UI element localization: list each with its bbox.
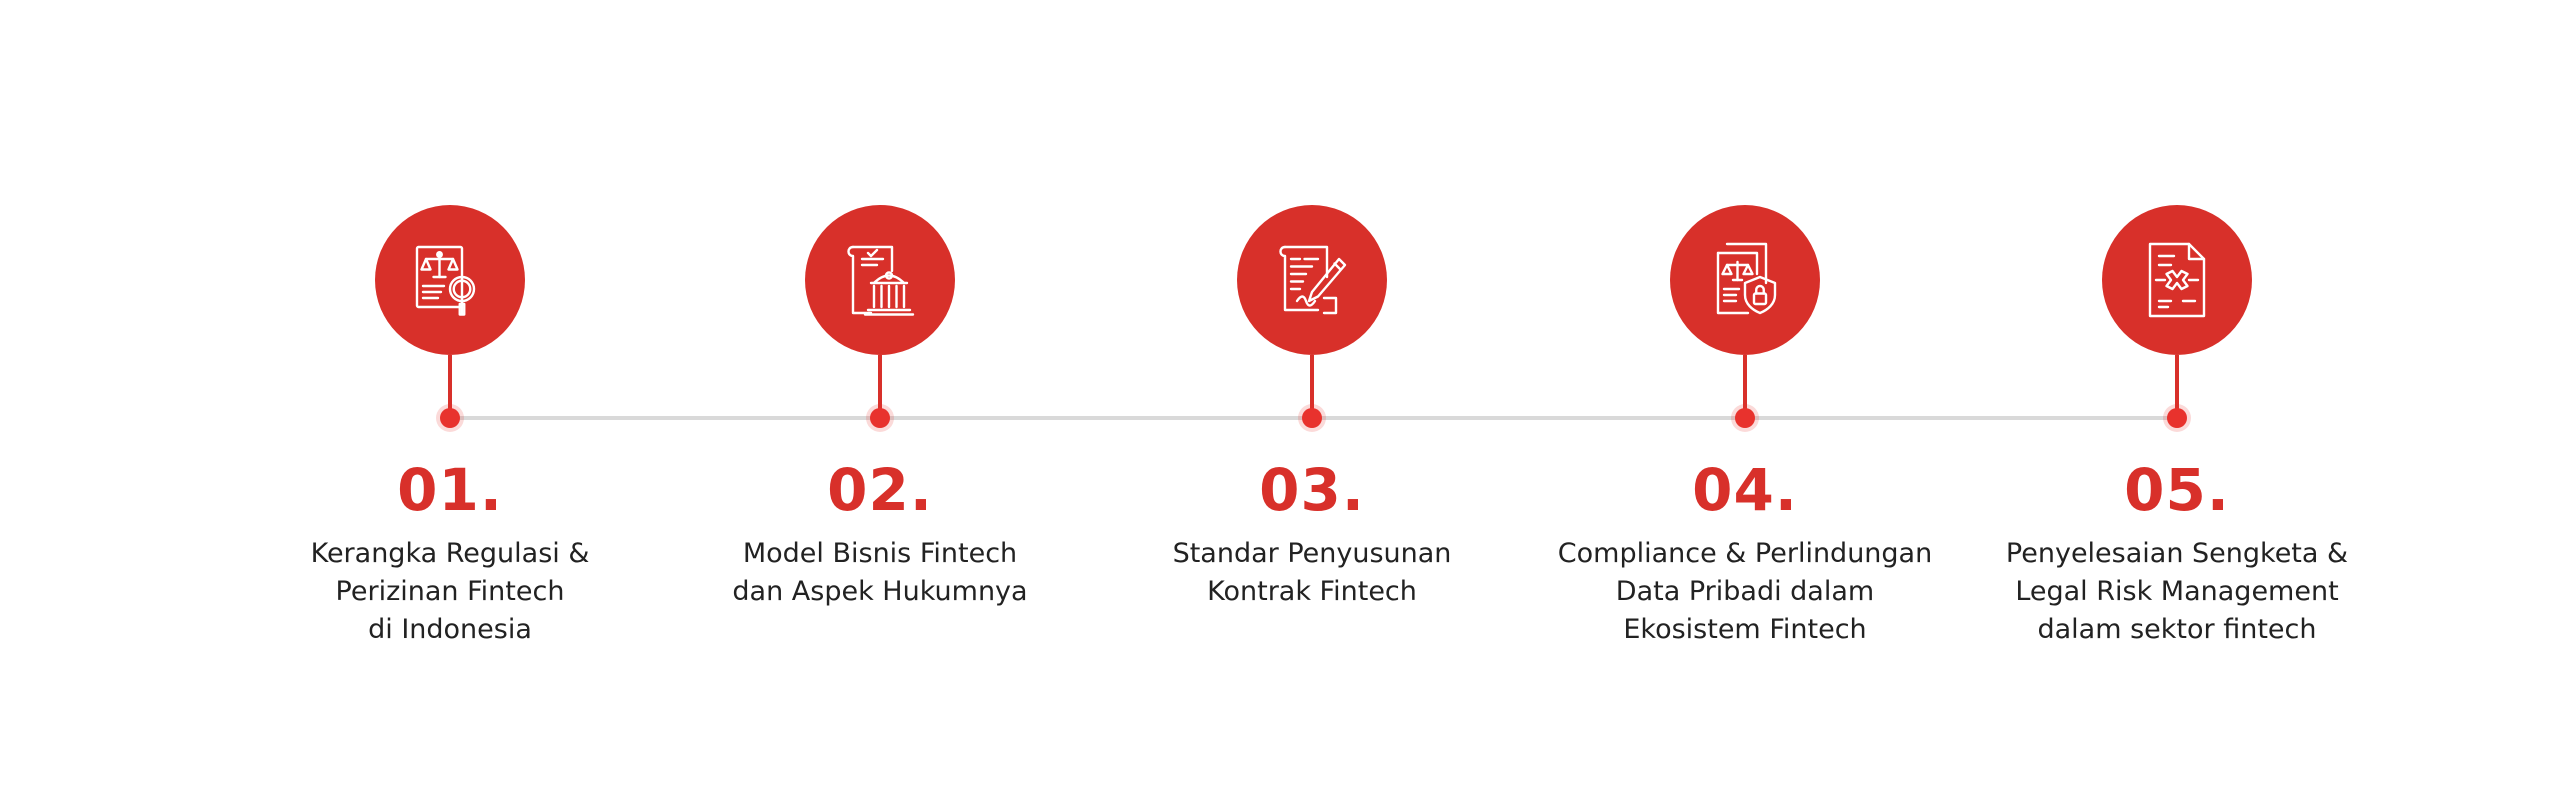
step-1-number: 01. [397,456,503,524]
step-4-number: 04. [1692,456,1798,524]
step-2-label-line: dan Aspek Hukumnya [732,576,1028,607]
step-4-stem [1743,355,1747,415]
step-1-label-line: Kerangka Regulasi & [310,538,590,569]
step-1-dot [440,408,460,428]
business-model-building-icon [847,245,915,316]
dispute-resolution-document-icon [2148,242,2206,318]
timeline-step-2: 02. Model Bisnis Fintech dan Aspek Hukum… [650,0,1110,811]
step-1-label: Kerangka Regulasi & Perizinan Fintech di… [220,535,680,649]
step-5-label-line: Penyelesaian Sengketa & [2005,538,2349,569]
step-4-label-line: Ekosistem Fintech [1623,614,1867,645]
step-4-label-line: Compliance & Perlindungan [1557,538,1933,569]
step-2-stem [878,355,882,415]
step-5-dot [2167,408,2187,428]
step-4-dot [1735,408,1755,428]
step-5-label-line: dalam sektor fintech [2037,614,2317,645]
data-protection-lock-icon [1716,242,1777,315]
step-5-label-line: Legal Risk Management [2015,576,2339,607]
regulation-magnifier-icon [415,245,476,316]
step-4-label: Compliance & Perlindungan Data Pribadi d… [1515,535,1975,649]
step-3-dot [1302,408,1322,428]
timeline-step-5: 05. Penyelesaian Sengketa & Legal Risk M… [1947,0,2407,811]
timeline-step-1: 01. Kerangka Regulasi & Perizinan Fintec… [220,0,680,811]
step-5-icon-circle [2102,205,2252,355]
step-3-stem [1310,355,1314,415]
step-3-number: 03. [1259,456,1365,524]
step-3-label: Standar Penyusunan Kontrak Fintech [1082,535,1542,611]
step-5-stem [2175,355,2179,415]
step-3-icon-circle [1237,205,1387,355]
step-3-label-line: Standar Penyusunan [1172,538,1452,569]
contract-drafting-icon [1279,245,1347,315]
step-1-label-line: Perizinan Fintech [335,576,565,607]
step-2-icon-circle [805,205,955,355]
step-2-label: Model Bisnis Fintech dan Aspek Hukumnya [650,535,1110,611]
step-1-label-line: di Indonesia [368,614,532,645]
step-5-label: Penyelesaian Sengketa & Legal Risk Manag… [1947,535,2407,649]
step-1-stem [448,355,452,415]
step-2-label-line: Model Bisnis Fintech [742,538,1018,569]
step-2-dot [870,408,890,428]
timeline-step-4: 04. Compliance & Perlindungan Data Priba… [1515,0,1975,811]
step-4-label-line: Data Pribadi dalam [1615,576,1875,607]
timeline-step-3: 03. Standar Penyusunan Kontrak Fintech [1082,0,1542,811]
step-3-label-line: Kontrak Fintech [1207,576,1417,607]
step-1-icon-circle [375,205,525,355]
step-5-number: 05. [2124,456,2230,524]
step-2-number: 02. [827,456,933,524]
step-4-icon-circle [1670,205,1820,355]
